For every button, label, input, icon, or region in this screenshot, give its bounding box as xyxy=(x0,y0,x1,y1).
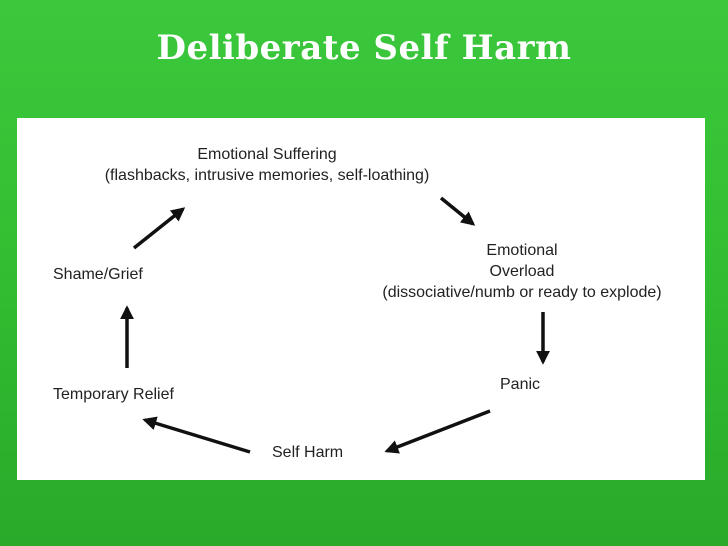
node-emotional-overload-title-line2: Overload xyxy=(489,263,555,280)
arrow-self-harm-to-relief xyxy=(142,416,251,454)
slide-title: Deliberate Self Harm xyxy=(156,28,572,68)
cycle-diagram-panel: Emotional Suffering (flashbacks, intrusi… xyxy=(17,118,705,480)
node-emotional-overload-detail: (dissociative/numb or ready to explode) xyxy=(382,284,662,301)
node-emotional-suffering-title: Emotional Suffering xyxy=(197,146,337,163)
node-temporary-relief: Temporary Relief xyxy=(53,386,174,403)
arrow-shame-to-suffering xyxy=(132,207,186,250)
node-emotional-overload: Emotional Overload (dissociative/numb or… xyxy=(347,240,697,303)
node-panic: Panic xyxy=(500,376,541,393)
node-shame-grief: Shame/Grief xyxy=(53,266,143,283)
node-self-harm: Self Harm xyxy=(272,444,344,461)
arrow-panic-to-self-harm xyxy=(384,409,491,454)
node-emotional-suffering-detail: (flashbacks, intrusive memories, self-lo… xyxy=(104,167,430,184)
arrow-suffering-to-overload xyxy=(439,196,476,226)
node-emotional-overload-title-line1: Emotional xyxy=(486,242,558,259)
cycle-arrows xyxy=(120,196,550,454)
node-emotional-suffering: Emotional Suffering (flashbacks, intrusi… xyxy=(97,144,437,186)
